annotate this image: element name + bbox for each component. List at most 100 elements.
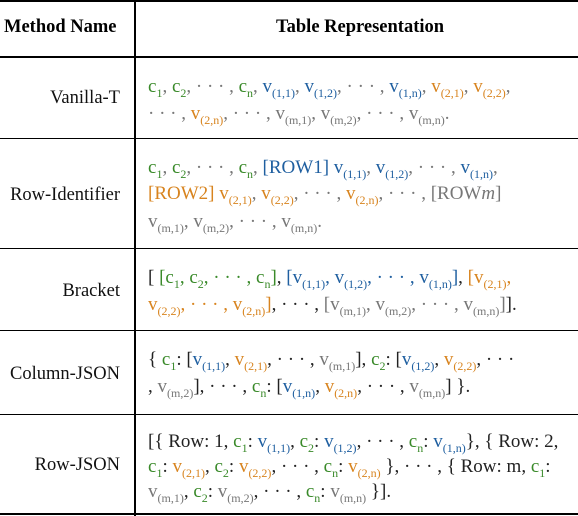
token-text: , v bbox=[365, 294, 385, 315]
token-text: m bbox=[481, 183, 496, 204]
token-text: c bbox=[171, 76, 181, 97]
representation-line: [ [c1, c2, · · · , cn], [v(1,1), v(1,2),… bbox=[148, 267, 511, 291]
subscript-index: (2,1) bbox=[483, 277, 507, 291]
token-text: , · · · , bbox=[186, 157, 239, 178]
subscript-index: (m,1) bbox=[339, 304, 366, 318]
token-text: : bbox=[320, 481, 331, 502]
subscript-index: n bbox=[260, 386, 267, 400]
token-text: : [ bbox=[176, 349, 193, 370]
token-text: , · · · , bbox=[293, 183, 346, 204]
token-text: v bbox=[257, 431, 268, 452]
subscript-index: (m,n) bbox=[418, 386, 446, 400]
token-text: c bbox=[214, 456, 223, 477]
token-text: : bbox=[207, 481, 218, 502]
token-text: [v bbox=[286, 267, 303, 288]
row-name-row-json: Row-JSON bbox=[34, 455, 120, 475]
representation-line: v(m,1), c2: v(m,2), · · · , cn: v(m,n) }… bbox=[148, 481, 391, 505]
token-text: c bbox=[161, 349, 171, 370]
token-text: , bbox=[463, 76, 474, 97]
subscript-index: 1 bbox=[156, 466, 163, 480]
token-text: v bbox=[148, 294, 158, 315]
token-text: v bbox=[330, 481, 340, 502]
token-text: c bbox=[530, 456, 540, 477]
token-text: , bbox=[225, 349, 235, 370]
token-text: . bbox=[444, 103, 450, 124]
token-text: v bbox=[319, 349, 329, 370]
row-divider bbox=[0, 414, 578, 415]
token-text: [ bbox=[148, 267, 160, 288]
token-text: [ROW1] v bbox=[262, 157, 344, 178]
token-text: c bbox=[148, 76, 157, 97]
token-text: v bbox=[324, 431, 334, 452]
subscript-index: (1,2) bbox=[344, 277, 368, 291]
token-text: ], bbox=[355, 349, 372, 370]
token-text: [v bbox=[467, 267, 484, 288]
token-text: v bbox=[282, 376, 293, 397]
subscript-index: (2,n) bbox=[357, 466, 381, 480]
token-text: , v bbox=[325, 267, 345, 288]
subscript-index: (m,1) bbox=[157, 221, 184, 235]
token-text: v bbox=[345, 183, 356, 204]
token-text: v bbox=[172, 456, 182, 477]
token-text: , · · · , bbox=[356, 431, 409, 452]
token-text: c bbox=[233, 431, 242, 452]
subscript-index: 2 bbox=[180, 167, 187, 181]
token-text: : bbox=[545, 456, 551, 477]
row-divider bbox=[0, 138, 578, 139]
subscript-index: (1,n) bbox=[398, 86, 422, 100]
top-rule bbox=[0, 0, 578, 2]
subscript-index: 2 bbox=[180, 86, 187, 100]
subscript-index: (m,1) bbox=[284, 113, 312, 127]
token-text: c bbox=[148, 456, 157, 477]
token-text: : [ bbox=[385, 349, 402, 370]
row-name-column-json: Column-JSON bbox=[10, 364, 120, 384]
subscript-index: (1,1) bbox=[302, 277, 326, 291]
subscript-index: 1 bbox=[156, 86, 163, 100]
subscript-index: (2,n) bbox=[334, 386, 358, 400]
token-text: c bbox=[238, 157, 248, 178]
token-text: c bbox=[371, 349, 380, 370]
token-text: , bbox=[295, 76, 305, 97]
subscript-index: 1 bbox=[539, 466, 546, 480]
representation-line: , v(m,2)], · · · , cn: [v(1,n), v(2,n), … bbox=[148, 376, 471, 400]
token-text: c bbox=[171, 157, 181, 178]
token-text: v bbox=[262, 76, 273, 97]
subscript-index: 1 bbox=[170, 359, 177, 373]
token-text: , bbox=[251, 183, 262, 204]
token-text: v bbox=[148, 211, 158, 232]
token-text: ] }. bbox=[445, 376, 471, 397]
token-text: , · · · , bbox=[223, 103, 276, 124]
token-text: : bbox=[338, 456, 349, 477]
subscript-index: (m,2) bbox=[384, 304, 412, 318]
token-text: v bbox=[389, 76, 399, 97]
token-text: , bbox=[290, 431, 300, 452]
token-text: , bbox=[148, 376, 158, 397]
token-text: v bbox=[443, 349, 454, 370]
token-text: , bbox=[434, 349, 444, 370]
token-text: , bbox=[505, 76, 511, 97]
token-text: c bbox=[408, 431, 418, 452]
token-text: v bbox=[157, 376, 168, 397]
token-text: v bbox=[193, 211, 203, 232]
token-text: : bbox=[314, 431, 325, 452]
token-text: , bbox=[366, 157, 376, 178]
token-text: , · · · , bbox=[229, 211, 282, 232]
subscript-index: (2,2) bbox=[482, 86, 506, 100]
row-divider bbox=[0, 330, 578, 331]
subscript-index: (2,2) bbox=[248, 466, 272, 480]
subscript-index: (2,n) bbox=[242, 304, 266, 318]
subscript-index: n bbox=[247, 86, 254, 100]
representation-line: · · · , v(2,n), · · · , v(m,1), v(m,2), … bbox=[148, 103, 450, 127]
token-text: v bbox=[281, 211, 291, 232]
token-text: , · · · , [ROW bbox=[378, 183, 482, 204]
subscript-index: (1,2) bbox=[411, 359, 435, 373]
subscript-index: (2,1) bbox=[244, 359, 268, 373]
token-text: v bbox=[148, 481, 158, 502]
token-text: , bbox=[162, 157, 172, 178]
subscript-index: (m,1) bbox=[157, 491, 184, 505]
subscript-index: (1,1) bbox=[202, 359, 226, 373]
subscript-index: (2,n) bbox=[355, 193, 379, 207]
token-text: [v bbox=[323, 294, 340, 315]
token-text: v bbox=[460, 157, 471, 178]
subscript-index: (2,1) bbox=[228, 193, 252, 207]
